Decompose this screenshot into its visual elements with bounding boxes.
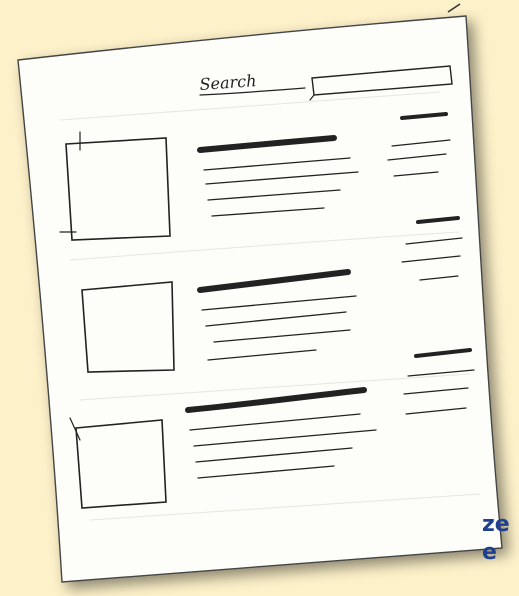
paper-corner-mark <box>448 4 460 12</box>
caption-line-1: ze <box>482 514 510 536</box>
header-scribble: Search <box>199 71 257 94</box>
caption-line-2: e <box>482 542 497 564</box>
